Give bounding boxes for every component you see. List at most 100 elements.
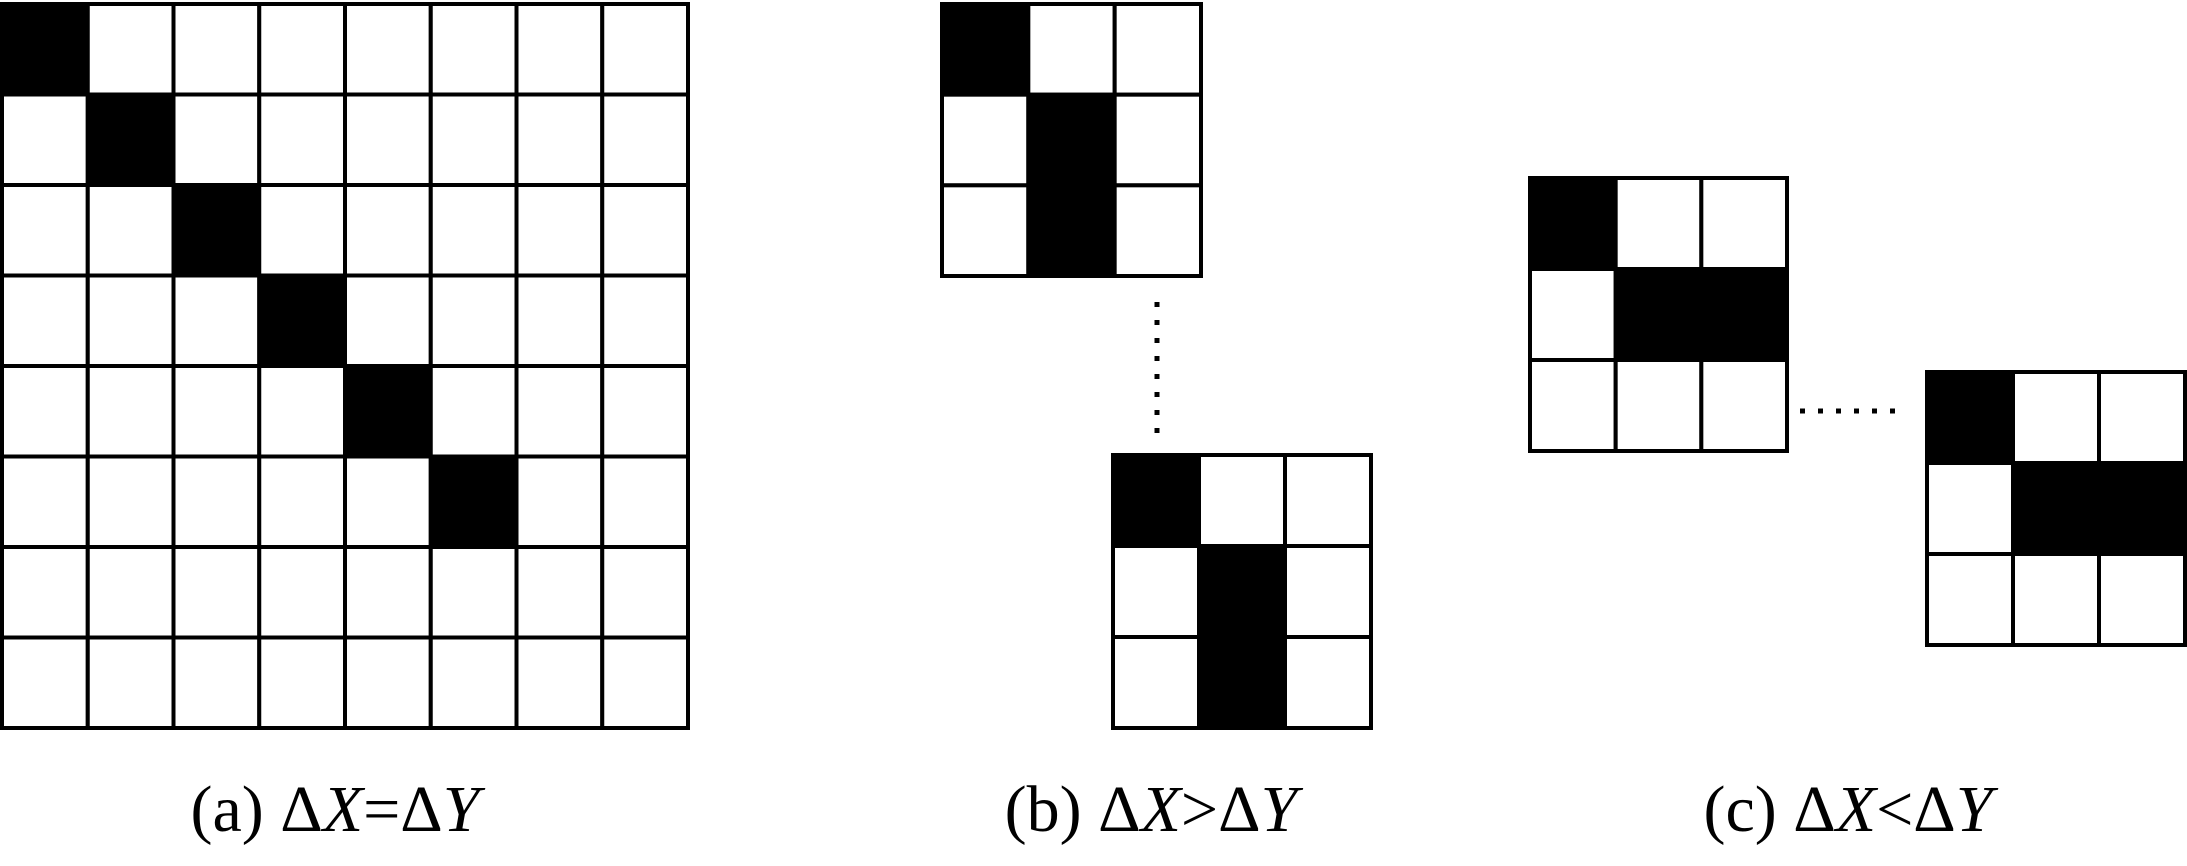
- empty-cell: [171, 364, 262, 459]
- filled-cell: [343, 364, 433, 459]
- empty-cell: [0, 364, 90, 459]
- empty-cell: [1613, 176, 1704, 271]
- empty-cell: [2011, 552, 2101, 647]
- filled-cell: [85, 92, 176, 187]
- empty-cell: [600, 273, 690, 368]
- empty-cell: [600, 2, 690, 97]
- empty-cell: [257, 454, 347, 549]
- empty-cell: [1925, 552, 2015, 647]
- empty-cell: [171, 635, 262, 730]
- caption-a: (a) ΔX=ΔY: [190, 773, 480, 846]
- filled-cell: [2097, 461, 2187, 556]
- empty-cell: [600, 183, 690, 278]
- empty-cell: [257, 92, 347, 187]
- filled-cell: [257, 273, 347, 368]
- filled-cell: [1699, 267, 1790, 362]
- empty-cell: [343, 2, 433, 97]
- empty-cell: [940, 183, 1031, 278]
- empty-cell: [85, 2, 176, 97]
- empty-cell: [171, 92, 262, 187]
- filled-cell: [171, 183, 262, 278]
- empty-cell: [343, 92, 433, 187]
- empty-cell: [1112, 183, 1203, 278]
- empty-cell: [514, 454, 605, 549]
- filled-cell: [1026, 92, 1117, 188]
- empty-cell: [85, 273, 176, 368]
- empty-cell: [257, 364, 347, 459]
- empty-cell: [2097, 370, 2187, 465]
- empty-cell: [171, 273, 262, 368]
- empty-cell: [343, 183, 433, 278]
- empty-cell: [1613, 358, 1704, 453]
- empty-cell: [428, 635, 519, 730]
- empty-cell: [428, 92, 519, 187]
- filled-cell: [428, 454, 519, 549]
- empty-cell: [0, 454, 90, 549]
- filled-cell: [2011, 461, 2101, 556]
- empty-cell: [1699, 176, 1790, 271]
- empty-cell: [600, 635, 690, 730]
- filled-cell: [0, 2, 90, 97]
- empty-cell: [428, 2, 519, 97]
- empty-cell: [0, 545, 90, 640]
- empty-cell: [514, 183, 605, 278]
- empty-cell: [600, 364, 690, 459]
- empty-cell: [343, 454, 433, 549]
- empty-cell: [171, 454, 262, 549]
- empty-cell: [514, 545, 605, 640]
- caption-c: (c) ΔX<ΔY: [1703, 773, 1993, 846]
- empty-cell: [85, 364, 176, 459]
- filled-cell: [1197, 544, 1287, 639]
- filled-cell: [1528, 176, 1618, 271]
- empty-cell: [1528, 358, 1618, 453]
- empty-cell: [0, 183, 90, 278]
- empty-cell: [171, 2, 262, 97]
- empty-cell: [257, 635, 347, 730]
- filled-cell: [1925, 370, 2015, 465]
- empty-cell: [600, 92, 690, 187]
- empty-cell: [85, 635, 176, 730]
- empty-cell: [514, 635, 605, 730]
- empty-cell: [1699, 358, 1790, 453]
- empty-cell: [0, 635, 90, 730]
- empty-cell: [428, 364, 519, 459]
- empty-cell: [514, 364, 605, 459]
- empty-cell: [0, 273, 90, 368]
- empty-cell: [1283, 635, 1373, 730]
- filled-cell: [1613, 267, 1704, 362]
- empty-cell: [2097, 552, 2187, 647]
- empty-cell: [1111, 544, 1201, 639]
- empty-cell: [600, 454, 690, 549]
- filled-cell: [1197, 635, 1287, 730]
- filled-cell: [940, 2, 1031, 97]
- empty-cell: [0, 92, 90, 187]
- caption-b: (b) ΔX>ΔY: [1004, 773, 1298, 846]
- empty-cell: [2011, 370, 2101, 465]
- empty-cell: [257, 183, 347, 278]
- empty-cell: [1283, 453, 1373, 548]
- empty-cell: [514, 92, 605, 187]
- empty-cell: [1026, 2, 1117, 97]
- empty-cell: [171, 545, 262, 640]
- empty-cell: [600, 545, 690, 640]
- empty-cell: [428, 183, 519, 278]
- filled-cell: [1026, 183, 1117, 278]
- empty-cell: [257, 2, 347, 97]
- empty-cell: [257, 545, 347, 640]
- empty-cell: [1112, 92, 1203, 188]
- empty-cell: [428, 273, 519, 368]
- empty-cell: [1925, 461, 2015, 556]
- empty-cell: [343, 273, 433, 368]
- empty-cell: [514, 2, 605, 97]
- empty-cell: [1283, 544, 1373, 639]
- empty-cell: [514, 273, 605, 368]
- empty-cell: [1528, 267, 1618, 362]
- empty-cell: [1111, 635, 1201, 730]
- filled-cell: [1111, 453, 1201, 548]
- empty-cell: [428, 545, 519, 640]
- empty-cell: [1197, 453, 1287, 548]
- empty-cell: [343, 635, 433, 730]
- empty-cell: [940, 92, 1031, 188]
- empty-cell: [85, 183, 176, 278]
